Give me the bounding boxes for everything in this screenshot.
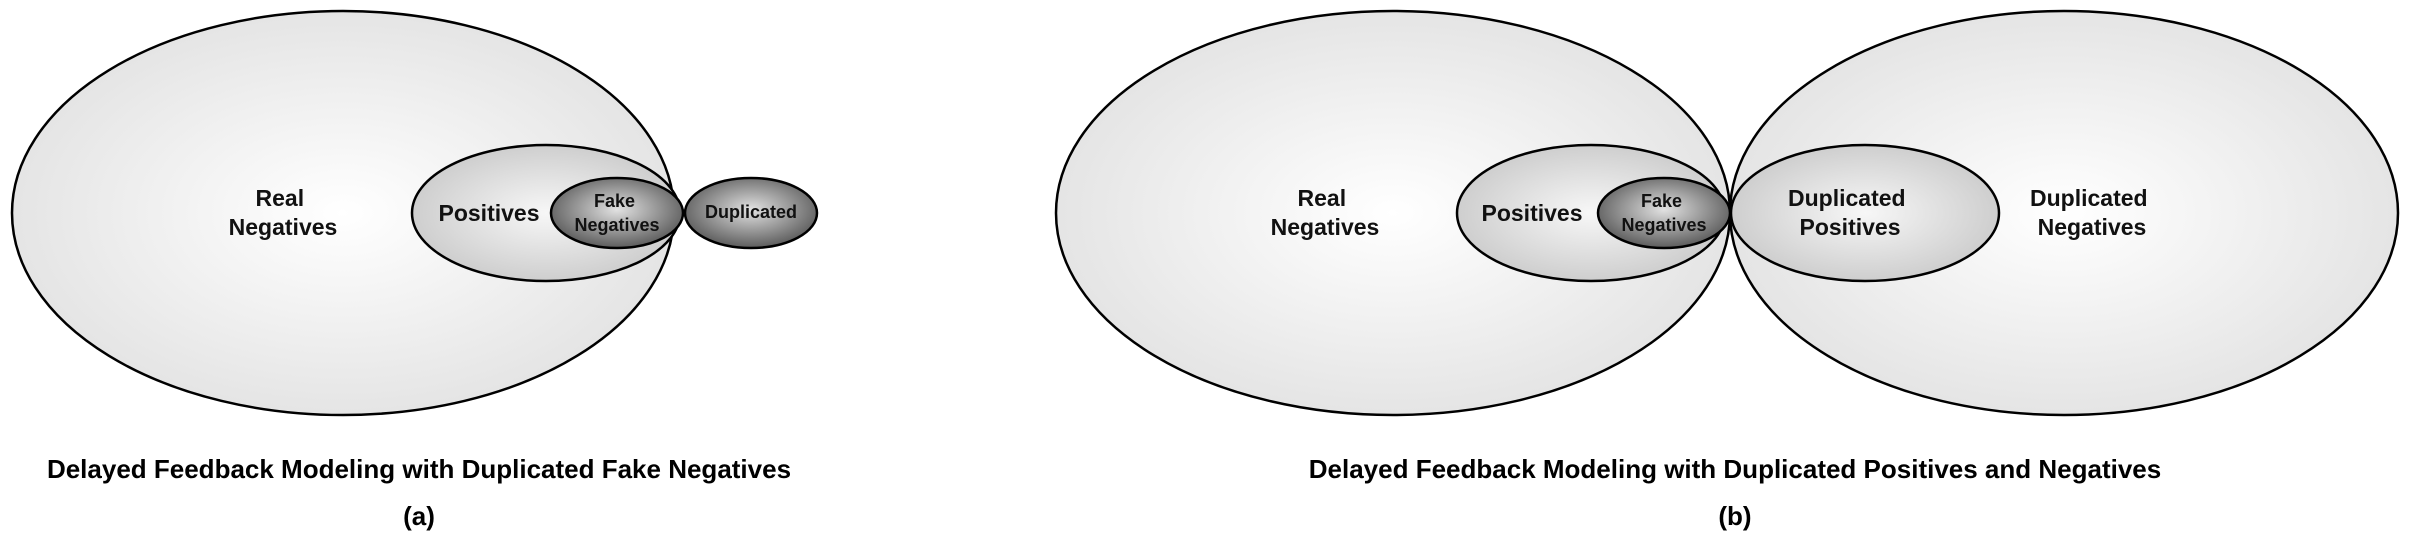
panel-b: Real Negatives Positives Fake Negatives …: [1054, 9, 2400, 531]
positives-label-b: Positives: [1482, 200, 1583, 226]
positives-label-a: Positives: [439, 200, 540, 226]
panel-a-tag: (a): [403, 501, 435, 531]
real-negatives-label-b: Real Negatives: [1271, 185, 1380, 240]
duplicated-negatives-label-b: Duplicated Negatives: [2030, 185, 2154, 240]
fake-negatives-region-a: [549, 176, 685, 250]
fake-negatives-region-b: [1596, 176, 1732, 250]
duplicated-positives-label-b: Duplicated Positives: [1788, 185, 1912, 240]
panel-a-title: Delayed Feedback Modeling with Duplicate…: [47, 454, 791, 484]
duplicated-region-a: [683, 176, 819, 250]
real-negatives-label-a: Real Negatives: [229, 185, 338, 240]
panel-b-tag: (b): [1718, 501, 1751, 531]
panel-a: Real Negatives Positives Fake Negatives …: [10, 9, 819, 531]
panel-b-title: Delayed Feedback Modeling with Duplicate…: [1309, 454, 2161, 484]
duplicated-positives-region-b: [1729, 143, 2001, 283]
fake-negatives-label-a: Fake Negatives: [574, 191, 659, 235]
duplicated-label-a: Duplicated: [705, 202, 797, 222]
fake-negatives-label-b: Fake Negatives: [1621, 191, 1706, 235]
